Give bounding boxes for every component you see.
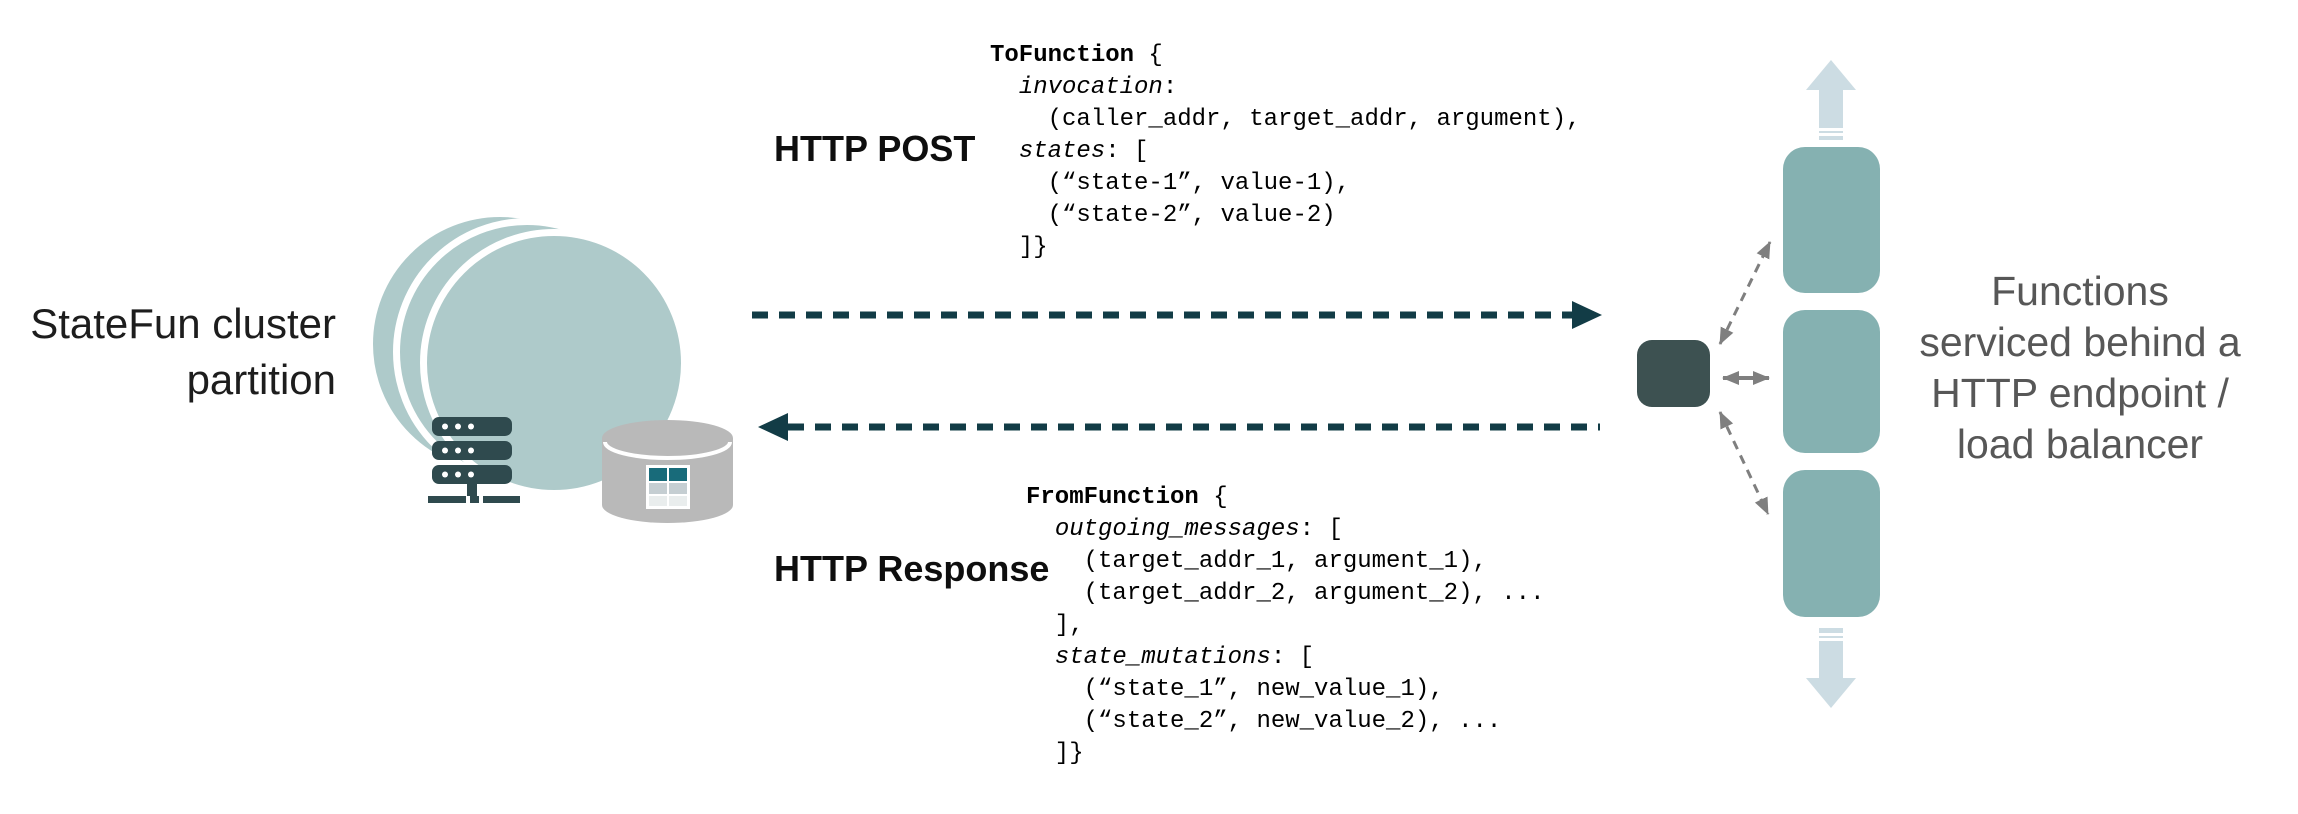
to-function-code: ToFunction { invocation: (caller_addr, t… — [990, 42, 1581, 261]
function-box-2 — [1783, 310, 1880, 453]
http-post-arrow — [752, 301, 1602, 329]
function-box-1 — [1783, 147, 1880, 293]
flow-up-arrow-icon — [1806, 60, 1856, 140]
connector-arrow-bottom — [1718, 411, 1770, 515]
http-post-label: HTTP POST — [774, 128, 976, 169]
from-function-code: FromFunction { outgoing_messages: [ (tar… — [1026, 484, 1545, 767]
arrowhead-left — [758, 413, 788, 441]
arrowhead-right — [1572, 301, 1602, 329]
http-response-arrow — [758, 413, 1600, 441]
flow-down-arrow-icon — [1806, 628, 1856, 708]
http-response-label: HTTP Response — [774, 548, 1050, 589]
connector-arrow-top — [1718, 241, 1772, 345]
database-cylinder-icon — [602, 420, 733, 523]
server-rack-icon — [428, 417, 520, 503]
load-balancer-node — [1637, 340, 1710, 407]
function-box-3 — [1783, 470, 1880, 617]
table-icon — [646, 465, 690, 509]
